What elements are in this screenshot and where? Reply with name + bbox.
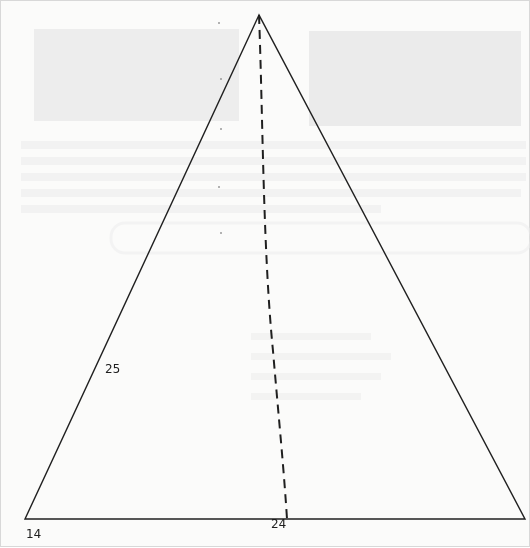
base-left-label: 14 xyxy=(26,527,41,541)
bleed-text-line xyxy=(21,189,521,197)
bleed-text-line xyxy=(21,157,526,165)
bleed-text-line xyxy=(21,205,381,213)
bleed-photo-left xyxy=(34,29,239,121)
bleed-work-line xyxy=(251,393,361,400)
bleed-text-line xyxy=(21,141,526,149)
bleed-work-line xyxy=(251,373,381,380)
bleed-work-line xyxy=(251,333,371,340)
bleed-photo-right xyxy=(309,31,521,126)
pencil-dots xyxy=(218,22,222,234)
height-label: 24 xyxy=(271,517,286,531)
altitude-dashed-line xyxy=(258,14,288,520)
side-length-label: 25 xyxy=(105,362,120,376)
triangle-outline xyxy=(23,13,527,520)
bleed-text-line xyxy=(21,173,526,181)
bleed-box xyxy=(109,221,530,255)
bleed-work-line xyxy=(251,353,391,360)
background-bleed xyxy=(21,29,530,400)
